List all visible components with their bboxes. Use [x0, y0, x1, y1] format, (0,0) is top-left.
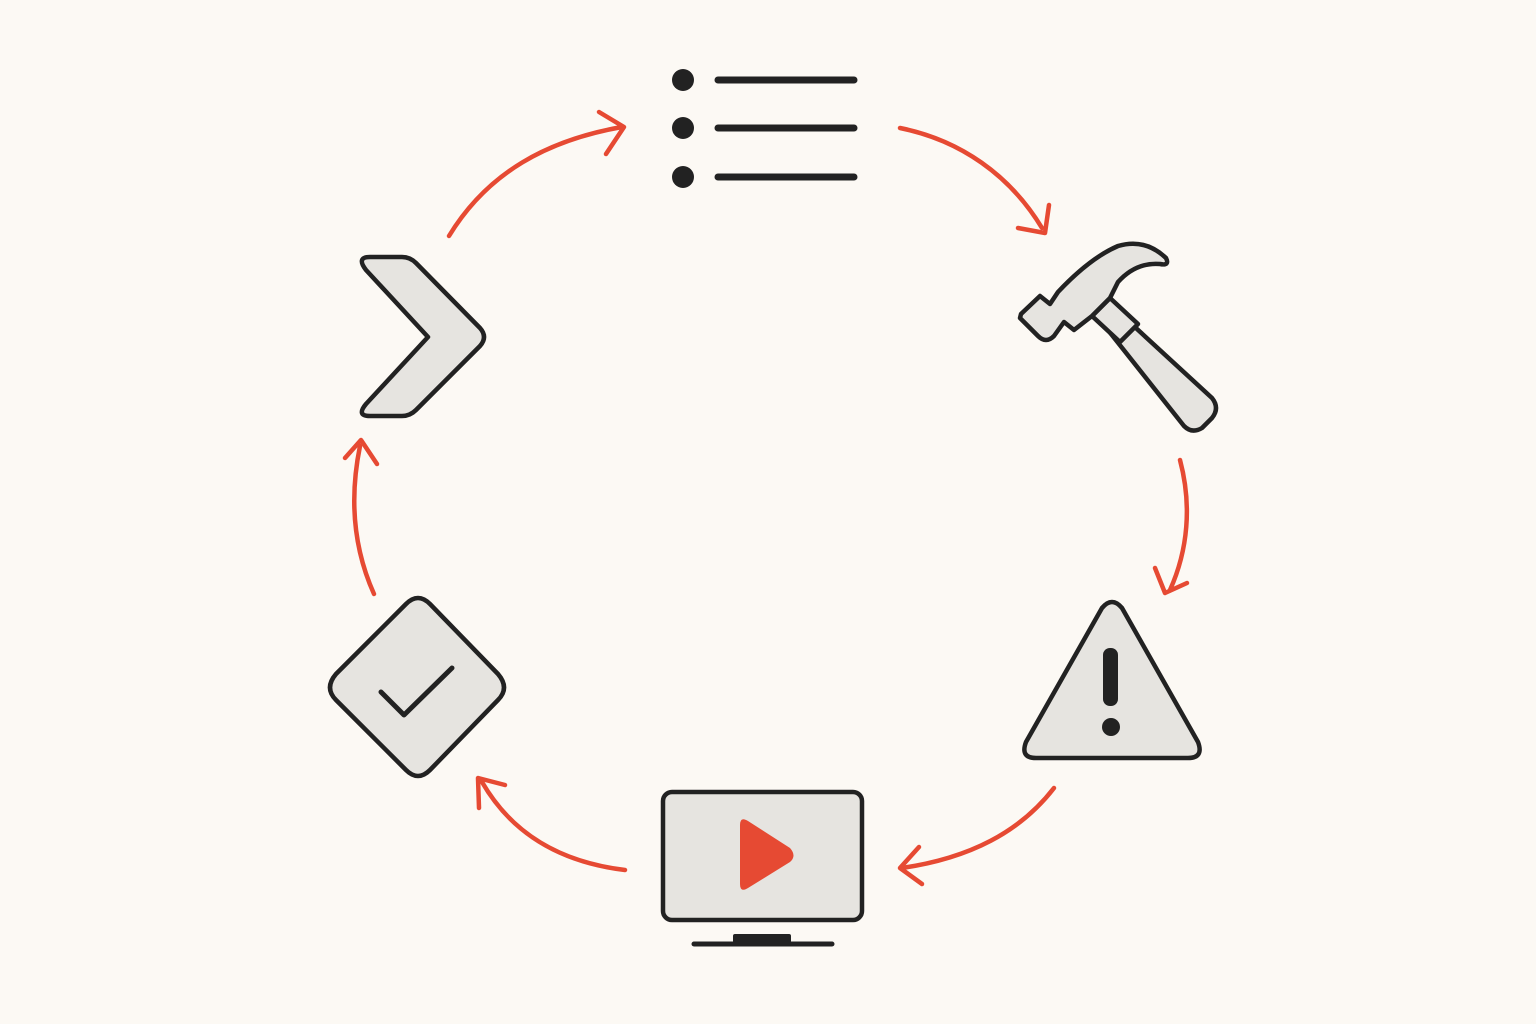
chevron-right-icon: [359, 254, 487, 419]
arrow-warning-to-monitor: [897, 785, 1057, 887]
play-icon: [740, 819, 794, 890]
monitor-play-icon: [660, 789, 865, 947]
arrow-monitor-to-checkbox: [475, 775, 628, 873]
arrow-list-to-hammer: [897, 125, 1052, 236]
checkmark-icon: [378, 665, 455, 718]
arrow-chevron-to-list: [446, 109, 627, 239]
warning-icon: [1022, 599, 1202, 761]
arrow-checkbox-to-chevron: [342, 437, 380, 597]
arrow-hammer-to-warning: [1152, 457, 1190, 596]
list-icon: [672, 69, 858, 188]
checkbox-diamond-icon: [327, 595, 507, 779]
hammer-icon: [1017, 241, 1219, 433]
